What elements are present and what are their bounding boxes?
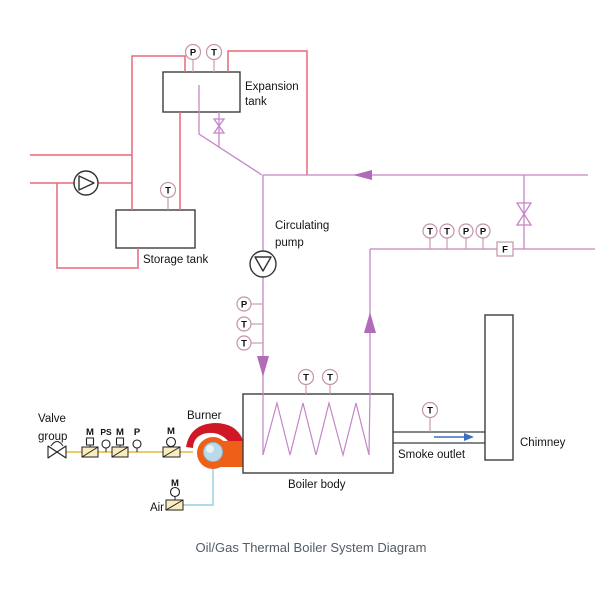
expansion-tank (162, 71, 241, 113)
smoke-outlet-label: Smoke outlet (398, 449, 466, 461)
flow-meter (496, 241, 514, 257)
smoke-flow-arrow-icon (464, 433, 474, 441)
gauge-boiler-temp-1-label: T (303, 373, 309, 384)
gauge-return-pressure-1-label: P (463, 227, 470, 238)
pipe-expansion-to-return (227, 50, 308, 175)
gauge-supply-pressure (236, 296, 252, 312)
fuel-valve1-diagonal (81, 446, 99, 458)
storage-tank (115, 209, 196, 249)
gauge-supply-temp-1-label: T (241, 320, 247, 331)
fuel-valve2-actuator-label: M (116, 427, 124, 438)
gauge-return-temp-2-label: T (444, 227, 450, 238)
pipe-storage-drain (56, 183, 139, 269)
burner-label: Burner (187, 410, 222, 422)
gauge-expansion-temp (205, 43, 223, 61)
air-valve-diagonal (165, 499, 184, 511)
return-flow-arrow-icon (353, 170, 372, 180)
gauge-return-temp-2 (439, 223, 455, 239)
diagram-title: Oil/Gas Thermal Boiler System Diagram (196, 540, 427, 555)
valve-group-label-2: group (38, 431, 67, 443)
expansion-valve-icon (212, 118, 226, 134)
gauge-supply-temp-1 (236, 316, 252, 332)
valve-group-label-1: Valve (38, 413, 66, 425)
burner-valve-actuator-icon (165, 436, 177, 448)
flow-meter-label: F (502, 245, 508, 256)
chimney-label: Chimney (520, 437, 566, 449)
gauge-boiler-temp-2 (321, 368, 339, 386)
outlet-flow-arrow-icon (364, 312, 376, 333)
circulating-pump-label-2: pump (275, 237, 304, 249)
pipe-expansion-diptube (198, 85, 263, 176)
gauge-return-temp-1-label: T (427, 227, 433, 238)
supply-flow-arrow-icon (257, 356, 269, 377)
fuel-valve2-diagonal (111, 446, 129, 458)
air-valve-actuator-icon (169, 486, 181, 498)
circulating-pump-label-1: Circulating (275, 220, 329, 232)
gauge-boiler-temp-1 (297, 368, 315, 386)
burner-fan-inlet (203, 442, 223, 462)
gauge-return-pressure-1 (458, 223, 474, 239)
bypass-valve-icon (515, 202, 533, 226)
burner-flame-shape (186, 423, 243, 449)
storage-tank-label: Storage tank (143, 254, 208, 266)
burner-fan-highlight (206, 445, 214, 453)
gauge-smoke-temp (421, 401, 439, 419)
pressure-switch-icon (101, 439, 111, 449)
circulating-pump-rotor-icon (254, 256, 272, 272)
air-label: Air (150, 502, 164, 514)
fuel-pressure-icon (132, 439, 142, 449)
gauge-supply-temp-2 (236, 335, 252, 351)
fuel-pressure-label: P (134, 427, 141, 438)
air-pipe (183, 466, 214, 506)
gauge-supply-pressure-label: P (241, 300, 248, 311)
fuel-valve1-actuator-icon (85, 437, 95, 446)
boiler-body-label: Boiler body (288, 479, 346, 491)
fuel-valve1-actuator-label: M (86, 427, 94, 438)
gauge-storage-temp-label: T (165, 186, 171, 197)
fuel-valve2-actuator-icon (115, 437, 125, 446)
gauge-boiler-temp-2-label: T (327, 373, 333, 384)
transfer-pump-rotor-icon (78, 175, 95, 191)
gauge-return-pressure-2-label: P (480, 227, 487, 238)
boiler-body (242, 393, 394, 474)
gauge-expansion-temp-label: T (211, 48, 217, 59)
pressure-switch-label: PS (100, 427, 112, 437)
expansion-tank-label-2: tank (245, 96, 267, 108)
boiler-coil (262, 393, 371, 458)
gauge-return-temp-1 (422, 223, 438, 239)
gauge-storage-temp (159, 181, 177, 199)
manual-valve-icon (47, 445, 67, 459)
air-valve-actuator-label: M (171, 478, 179, 489)
expansion-tank-label-1: Expansion (245, 81, 299, 93)
burner-valve-diagonal (162, 446, 181, 458)
chimney (484, 314, 514, 461)
gauge-supply-temp-2-label: T (241, 339, 247, 350)
gauge-expansion-pressure (184, 43, 202, 61)
gauge-expansion-pressure-label: P (190, 48, 197, 59)
gauge-return-pressure-2 (475, 223, 491, 239)
burner-valve-actuator-label: M (167, 426, 175, 437)
manual-valve-handle-icon (50, 440, 64, 447)
pipe-storage-to-expansion (131, 55, 186, 210)
gauge-smoke-temp-label: T (427, 406, 433, 417)
